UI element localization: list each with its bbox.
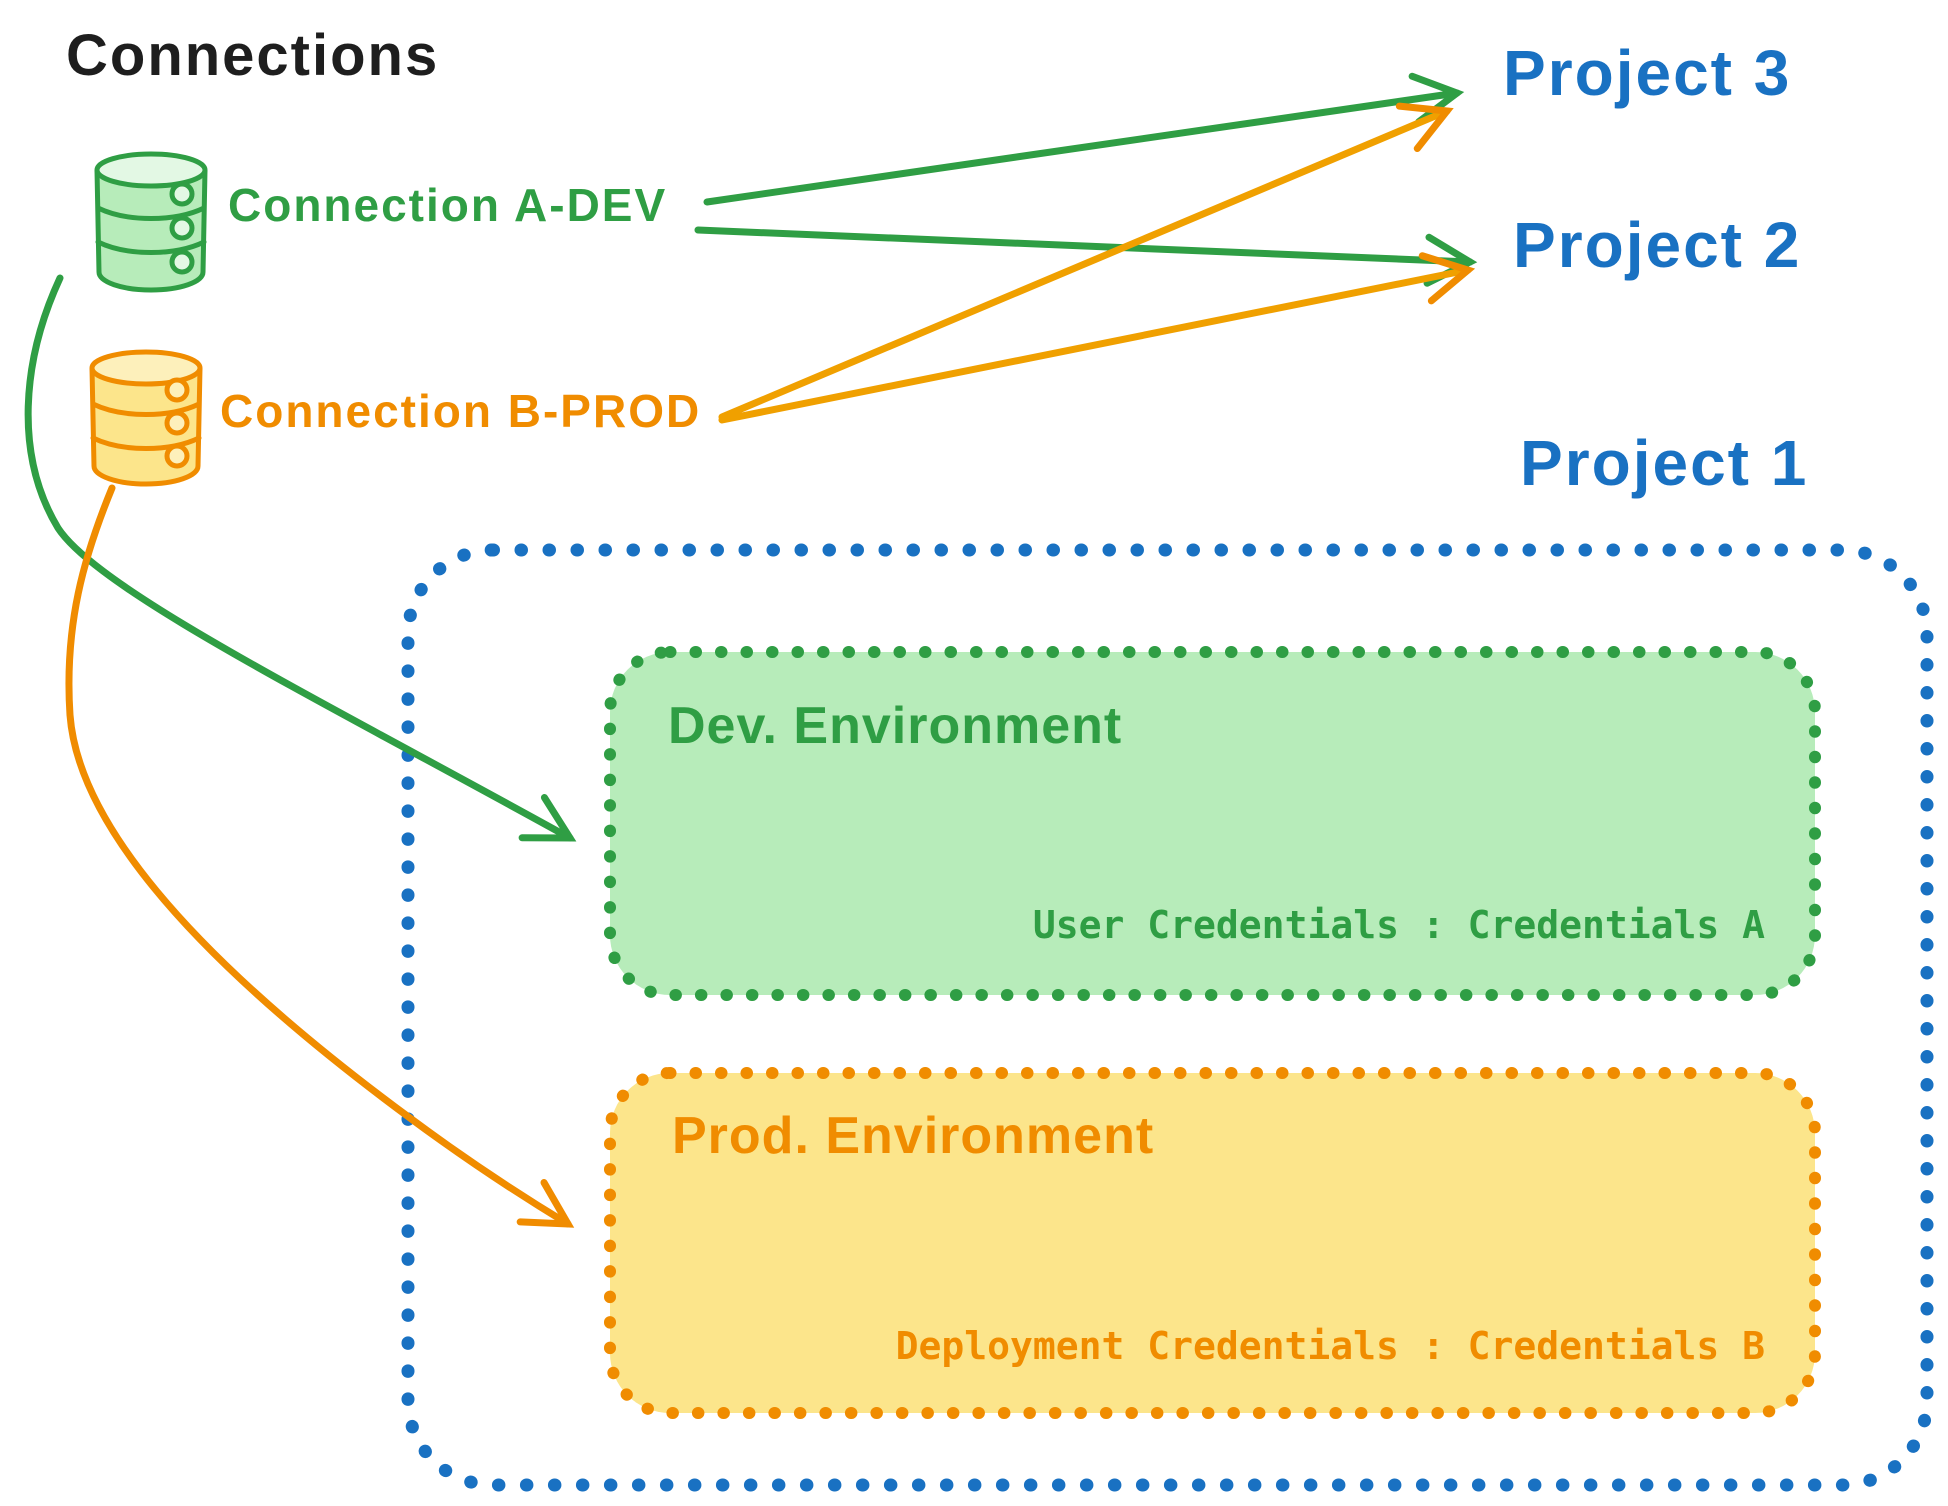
dev-environment-title[interactable]: Dev. Environment bbox=[668, 697, 1123, 755]
prod-environment-box[interactable] bbox=[604, 1067, 1821, 1419]
prod-environment-title[interactable]: Prod. Environment bbox=[672, 1107, 1155, 1165]
project-1-label[interactable]: Project 1 bbox=[1520, 427, 1809, 499]
connection-a-dev-label[interactable]: Connection A-DEV bbox=[228, 179, 668, 231]
arrow-bprod-to-project3[interactable] bbox=[718, 102, 1454, 421]
arrow-adev-to-project2[interactable] bbox=[694, 226, 1478, 287]
page-title[interactable]: Connections bbox=[66, 23, 440, 88]
connection-b-prod-label[interactable]: Connection B-PROD bbox=[220, 385, 702, 437]
arrow-bprod-to-project2[interactable] bbox=[718, 252, 1476, 424]
arrow-adev-to-dev-environment[interactable] bbox=[24, 274, 577, 842]
database-icon-bprod[interactable] bbox=[89, 349, 203, 487]
arrow-adev-to-project3[interactable] bbox=[703, 72, 1465, 206]
dev-credentials-text[interactable]: User Credentials : Credentials A bbox=[1032, 903, 1765, 947]
dev-environment-box[interactable] bbox=[604, 646, 1821, 1001]
project-3-label[interactable]: Project 3 bbox=[1503, 37, 1792, 109]
project1-box[interactable] bbox=[401, 543, 1934, 1492]
database-icon-adev[interactable] bbox=[94, 151, 208, 293]
arrow-bprod-to-prod-environment[interactable] bbox=[65, 484, 575, 1228]
project-2-label[interactable]: Project 2 bbox=[1513, 209, 1802, 281]
prod-credentials-text[interactable]: Deployment Credentials : Credentials B bbox=[895, 1324, 1765, 1368]
